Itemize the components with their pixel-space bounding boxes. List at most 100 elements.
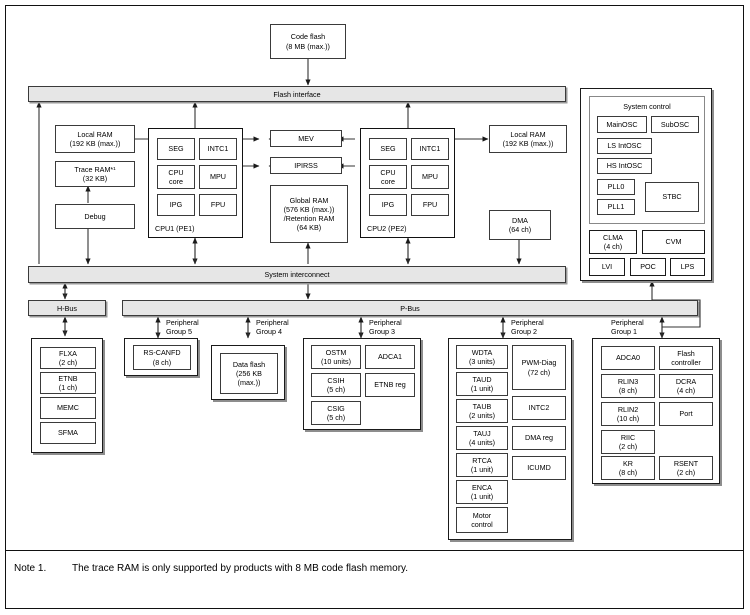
sfma-block: SFMA	[40, 422, 96, 444]
peripheral-group-3-label: Peripheral Group 3	[369, 318, 402, 337]
pll1-label: PLL1	[607, 202, 625, 212]
cpu1-block: SEG INTC1 CPU core MPU IPG FPU CPU1 (PE1…	[148, 128, 243, 238]
rtca-block: RTCA (1 unit)	[456, 453, 508, 477]
local-ram-pe1-block: Local RAM (192 KB (max.))	[55, 125, 135, 153]
h-bus-peripheral-group: FLXA (2 ch) ETNB (1 ch) MEMC SFMA	[31, 338, 103, 453]
data-flash-label: Data flash (256 KB (max.))	[232, 359, 266, 388]
cpu2-core: CPU core	[369, 165, 407, 189]
cpu1-fpu: FPU	[199, 194, 237, 216]
data-flash-block: Data flash (256 KB (max.))	[220, 353, 278, 394]
cpu2-core-label: CPU core	[380, 167, 396, 186]
kr-block: KR (8 ch)	[601, 456, 655, 480]
dcra-block: DCRA (4 ch)	[659, 374, 713, 398]
cpu2-mpu-label: MPU	[422, 172, 438, 182]
cpu1-mpu: MPU	[199, 165, 237, 189]
cpu1-ipg-label: IPG	[169, 200, 183, 210]
ls-intosc-block: LS IntOSC	[597, 138, 652, 154]
rlin3-label: RLIN3 (8 ch)	[617, 376, 639, 395]
peripheral-group-5-label: Peripheral Group 5	[166, 318, 199, 337]
ostm-block: OSTM (10 units)	[311, 345, 361, 369]
cpu2-block: SEG INTC1 CPU core MPU IPG FPU CPU2 (PE2…	[360, 128, 455, 238]
code-flash-label: Code flash (8 MB (max.))	[286, 32, 330, 51]
global-ram-label: Global RAM (576 KB (max.)) /Retention RA…	[283, 195, 335, 233]
lps-block: LPS	[670, 258, 705, 276]
csig-block: CSIG (5 ch)	[311, 401, 361, 425]
adca0-label: ADCA0	[616, 353, 640, 363]
h-bus-label: H-Bus	[57, 303, 77, 313]
flash-interface-bus: Flash interface	[28, 86, 566, 102]
wdta-block: WDTA (3 units)	[456, 345, 508, 369]
subosc-label: SubOSC	[660, 119, 690, 129]
page-border	[5, 5, 744, 609]
local-ram-pe2-block: Local RAM (192 KB (max.))	[489, 125, 567, 153]
system-interconnect-bus: System interconnect	[28, 266, 566, 283]
tauj-label: TAUJ (4 units)	[469, 428, 495, 447]
memc-block: MEMC	[40, 397, 96, 419]
diagram-border	[5, 5, 744, 551]
trace-ram-block: Trace RAM*¹ (32 KB)	[55, 161, 135, 187]
rsent-label: RSENT (2 ch)	[673, 458, 699, 477]
icumd-block: ICUMD	[512, 456, 566, 480]
system-control-inner: System control MainOSC SubOSC LS IntOSC …	[589, 96, 705, 224]
flash-controller-label: Flash controller	[671, 348, 701, 367]
enca-block: ENCA (1 unit)	[456, 480, 508, 504]
cpu1-core-label: CPU core	[168, 167, 184, 186]
rlin2-label: RLIN2 (10 ch)	[616, 404, 640, 423]
note-text: The trace RAM is only supported by produ…	[72, 563, 409, 574]
debug-label: Debug	[84, 211, 106, 221]
intc2-block: INTC2	[512, 396, 566, 420]
clma-block: CLMA (4 ch)	[589, 230, 637, 254]
memc-label: MEMC	[57, 403, 79, 413]
subosc-block: SubOSC	[651, 116, 699, 133]
cpu2-mpu: MPU	[411, 165, 449, 189]
tauj-block: TAUJ (4 units)	[456, 426, 508, 450]
cpu1-seg-label: SEG	[168, 144, 184, 154]
taub-label: TAUB (2 units)	[469, 401, 495, 420]
wdta-label: WDTA (3 units)	[469, 347, 495, 366]
csih-label: CSIH (5 ch)	[326, 375, 346, 394]
pll1-block: PLL1	[597, 199, 635, 215]
stbc-label: STBC	[662, 192, 682, 202]
cpu1-intc1: INTC1	[199, 138, 237, 160]
pwm-diag-label: PWM-Diag (72 ch)	[521, 358, 557, 377]
poc-block: POC	[630, 258, 666, 276]
cpu2-caption: CPU2 (PE2)	[367, 224, 407, 233]
mainosc-block: MainOSC	[597, 116, 647, 133]
dma-reg-label: DMA reg	[525, 433, 553, 443]
rs-canfd-block: RS-CANFD (8 ch)	[133, 345, 191, 370]
adca1-block: ADCA1	[365, 345, 415, 369]
cpu1-caption: CPU1 (PE1)	[155, 224, 195, 233]
etnb-reg-label: ETNB reg	[374, 380, 406, 390]
flash-interface-label: Flash interface	[273, 89, 321, 99]
local-ram-pe2-label: Local RAM (192 KB (max.))	[502, 129, 554, 148]
system-control-title: System control	[623, 102, 671, 111]
adca0-block: ADCA0	[601, 346, 655, 370]
mev-label: MEV	[298, 133, 314, 143]
peripheral-group-3-box: OSTM (10 units) CSIH (5 ch) CSIG (5 ch) …	[303, 338, 421, 430]
motor-control-label: Motor control	[471, 510, 493, 529]
riic-block: RIIC (2 ch)	[601, 430, 655, 454]
taub-block: TAUB (2 units)	[456, 399, 508, 423]
pll0-block: PLL0	[597, 179, 635, 195]
peripheral-group-2-box: WDTA (3 units) TAUD (1 unit) TAUB (2 uni…	[448, 338, 572, 540]
etnb-block: ETNB (1 ch)	[40, 372, 96, 394]
etnb-label: ETNB (1 ch)	[58, 373, 78, 392]
lps-label: LPS	[680, 262, 695, 272]
csih-block: CSIH (5 ch)	[311, 373, 361, 397]
rs-canfd-label: RS-CANFD (8 ch)	[143, 348, 181, 367]
hs-intosc-block: HS IntOSC	[597, 158, 652, 174]
taud-label: TAUD (1 unit)	[470, 374, 494, 393]
p-bus: P-Bus	[122, 300, 698, 316]
peripheral-group-1-label: Peripheral Group 1	[611, 318, 644, 337]
ls-intosc-label: LS IntOSC	[607, 141, 642, 151]
dma-label: DMA (64 ch)	[508, 215, 532, 234]
cpu2-intc1-label: INTC1	[419, 144, 441, 154]
cpu1-core: CPU core	[157, 165, 195, 189]
cpu2-seg-label: SEG	[380, 144, 396, 154]
dma-reg-block: DMA reg	[512, 426, 566, 450]
code-flash-block: Code flash (8 MB (max.))	[270, 24, 346, 59]
local-ram-pe1-label: Local RAM (192 KB (max.))	[69, 129, 121, 148]
etnb-reg-block: ETNB reg	[365, 373, 415, 397]
system-control-group: System control MainOSC SubOSC LS IntOSC …	[580, 88, 712, 281]
